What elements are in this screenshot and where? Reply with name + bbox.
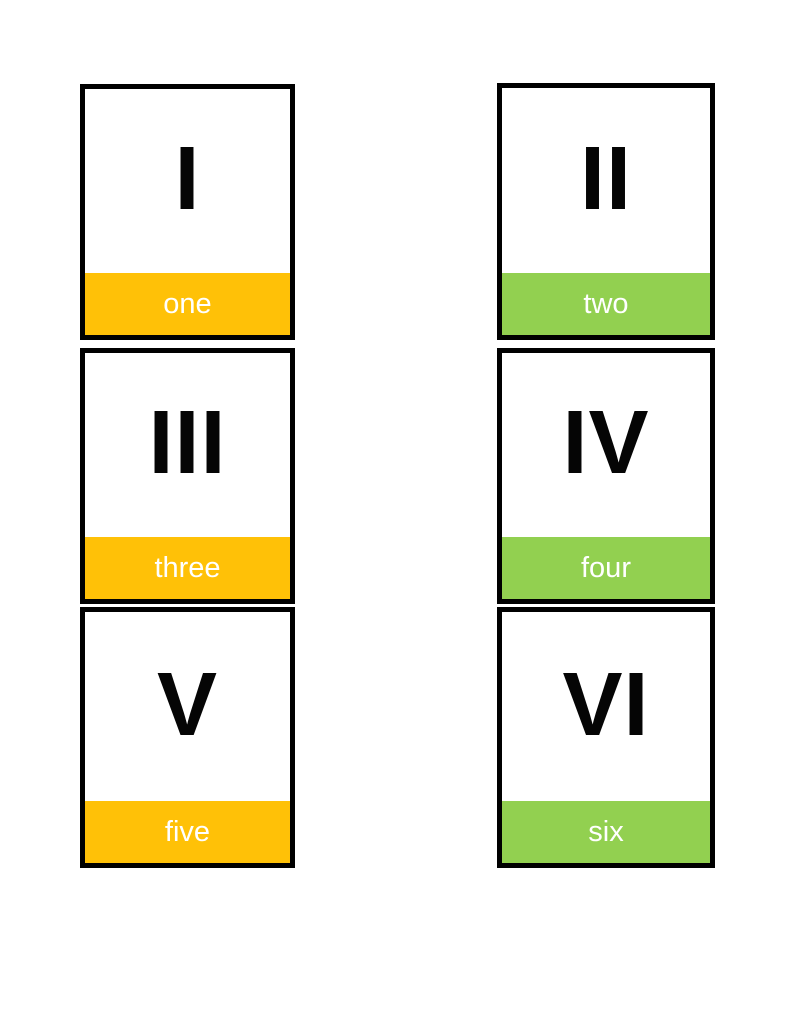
flashcard-five-numeral-area: V bbox=[85, 612, 290, 801]
flashcard-one-label-bar: one bbox=[85, 273, 290, 335]
roman-numeral-six: VI bbox=[562, 654, 650, 755]
flashcard-five-label-bar: five bbox=[85, 801, 290, 863]
flashcard-six-numeral-area: VI bbox=[502, 612, 710, 801]
flashcard-four[interactable]: IV four bbox=[497, 348, 715, 604]
roman-numeral-three: III bbox=[148, 393, 227, 493]
flashcard-three-numeral-area: III bbox=[85, 353, 290, 537]
flashcard-six-label-bar: six bbox=[502, 801, 710, 863]
roman-numeral-five: V bbox=[156, 654, 219, 755]
roman-numeral-one: I bbox=[174, 129, 201, 229]
flashcard-two[interactable]: II two bbox=[497, 83, 715, 340]
flashcard-six[interactable]: VI six bbox=[497, 607, 715, 868]
flashcard-five[interactable]: V five bbox=[80, 607, 295, 868]
roman-numeral-four: IV bbox=[562, 393, 650, 493]
flashcard-three-word: three bbox=[154, 551, 221, 584]
flashcard-three[interactable]: III three bbox=[80, 348, 295, 604]
flashcard-three-label-bar: three bbox=[85, 537, 290, 599]
flashcard-two-numeral-area: II bbox=[502, 88, 710, 273]
flashcard-one-word: one bbox=[163, 287, 212, 320]
flashcard-one[interactable]: I one bbox=[80, 84, 295, 340]
flashcard-two-label-bar: two bbox=[502, 273, 710, 335]
flashcard-four-label-bar: four bbox=[502, 537, 710, 599]
roman-numeral-two: II bbox=[579, 128, 632, 229]
flashcard-six-word: six bbox=[588, 815, 624, 848]
flashcard-one-numeral-area: I bbox=[85, 89, 290, 273]
flashcard-five-word: five bbox=[164, 815, 211, 848]
flashcard-two-word: two bbox=[583, 287, 629, 320]
flashcard-four-word: four bbox=[581, 551, 631, 584]
flashcard-four-numeral-area: IV bbox=[502, 353, 710, 537]
